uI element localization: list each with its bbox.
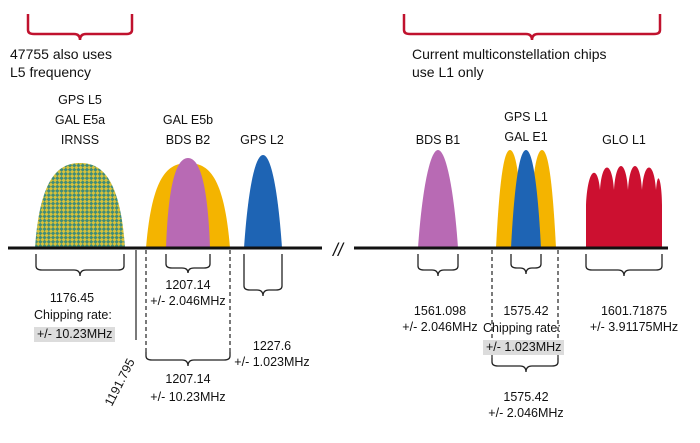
signal-gal-e5b: GAL E5b bbox=[162, 113, 214, 127]
freq-b2-center: 1207.14 bbox=[165, 278, 211, 292]
freq-e1-bandwidth: +/- 2.046MHz bbox=[488, 406, 564, 420]
brace-l5 bbox=[35, 254, 125, 277]
signal-gps-l5: GPS L5 bbox=[58, 93, 102, 107]
brace-b1 bbox=[417, 254, 459, 277]
right-note-line2: use L1 only bbox=[412, 64, 484, 80]
freq-glo-bandwidth: +/- 3.91175MHz bbox=[589, 320, 679, 334]
freq-glo-center: 1601.71875 bbox=[600, 304, 668, 318]
freq-l2-center: 1227.6 bbox=[252, 339, 292, 353]
signal-bds-b1: BDS B1 bbox=[415, 133, 461, 147]
freq-l5-chipping: Chipping rate: bbox=[34, 308, 112, 322]
freq-b1-bandwidth: +/- 2.046MHz bbox=[402, 320, 478, 334]
freq-l2-bandwidth: +/- 1.023MHz bbox=[234, 355, 310, 369]
signal-irnss: IRNSS bbox=[60, 133, 100, 147]
signal-gal-e1: GAL E1 bbox=[504, 130, 548, 144]
left-red-brace bbox=[26, 14, 134, 41]
gps-l5-gal-e5a-irnss-lobe bbox=[35, 163, 125, 248]
left-note-line2: L5 frequency bbox=[10, 64, 91, 80]
signal-gps-l1: GPS L1 bbox=[504, 110, 548, 124]
freq-b2-bandwidth: +/- 2.046MHz bbox=[150, 294, 226, 308]
signal-gal-e5a: GAL E5a bbox=[54, 113, 106, 127]
freq-l1-bandwidth: +/- 1.023MHz bbox=[483, 340, 565, 355]
signal-gps-l2: GPS L2 bbox=[240, 133, 284, 147]
glo-l1-multi-lobe bbox=[586, 166, 662, 248]
brace-b2 bbox=[165, 254, 211, 274]
brace-e5b-wide bbox=[145, 352, 231, 367]
brace-e1-wide bbox=[491, 358, 559, 373]
brace-l2 bbox=[243, 254, 283, 297]
freq-l1-center: 1575.42 bbox=[503, 304, 549, 318]
freq-l5-bandwidth: +/- 10.23MHz bbox=[34, 327, 116, 342]
freq-e1-center: 1575.42 bbox=[503, 390, 549, 404]
brace-l1 bbox=[510, 254, 542, 275]
freq-l5-center: 1176.45 bbox=[49, 291, 95, 305]
axis-break: // bbox=[331, 240, 345, 260]
freq-l1-chipping: Chipping rate: bbox=[483, 321, 561, 335]
right-note-line1: Current multiconstellation chips bbox=[412, 46, 607, 62]
bds-b1-lobe bbox=[418, 150, 458, 248]
gps-l1-lobe bbox=[511, 150, 541, 248]
gps-l2-lobe bbox=[244, 155, 282, 248]
freq-e5b-bandwidth: +/- 10.23MHz bbox=[150, 390, 226, 404]
freq-b1-center: 1561.098 bbox=[413, 304, 467, 318]
signal-glo-l1: GLO L1 bbox=[602, 133, 646, 147]
signal-bds-b2: BDS B2 bbox=[165, 133, 211, 147]
brace-glo bbox=[585, 254, 663, 277]
left-note-line1: 47755 also uses bbox=[10, 46, 112, 62]
bds-b2-lobe bbox=[166, 158, 210, 248]
freq-e5b-center: 1207.14 bbox=[165, 372, 211, 386]
right-red-brace bbox=[402, 14, 662, 41]
